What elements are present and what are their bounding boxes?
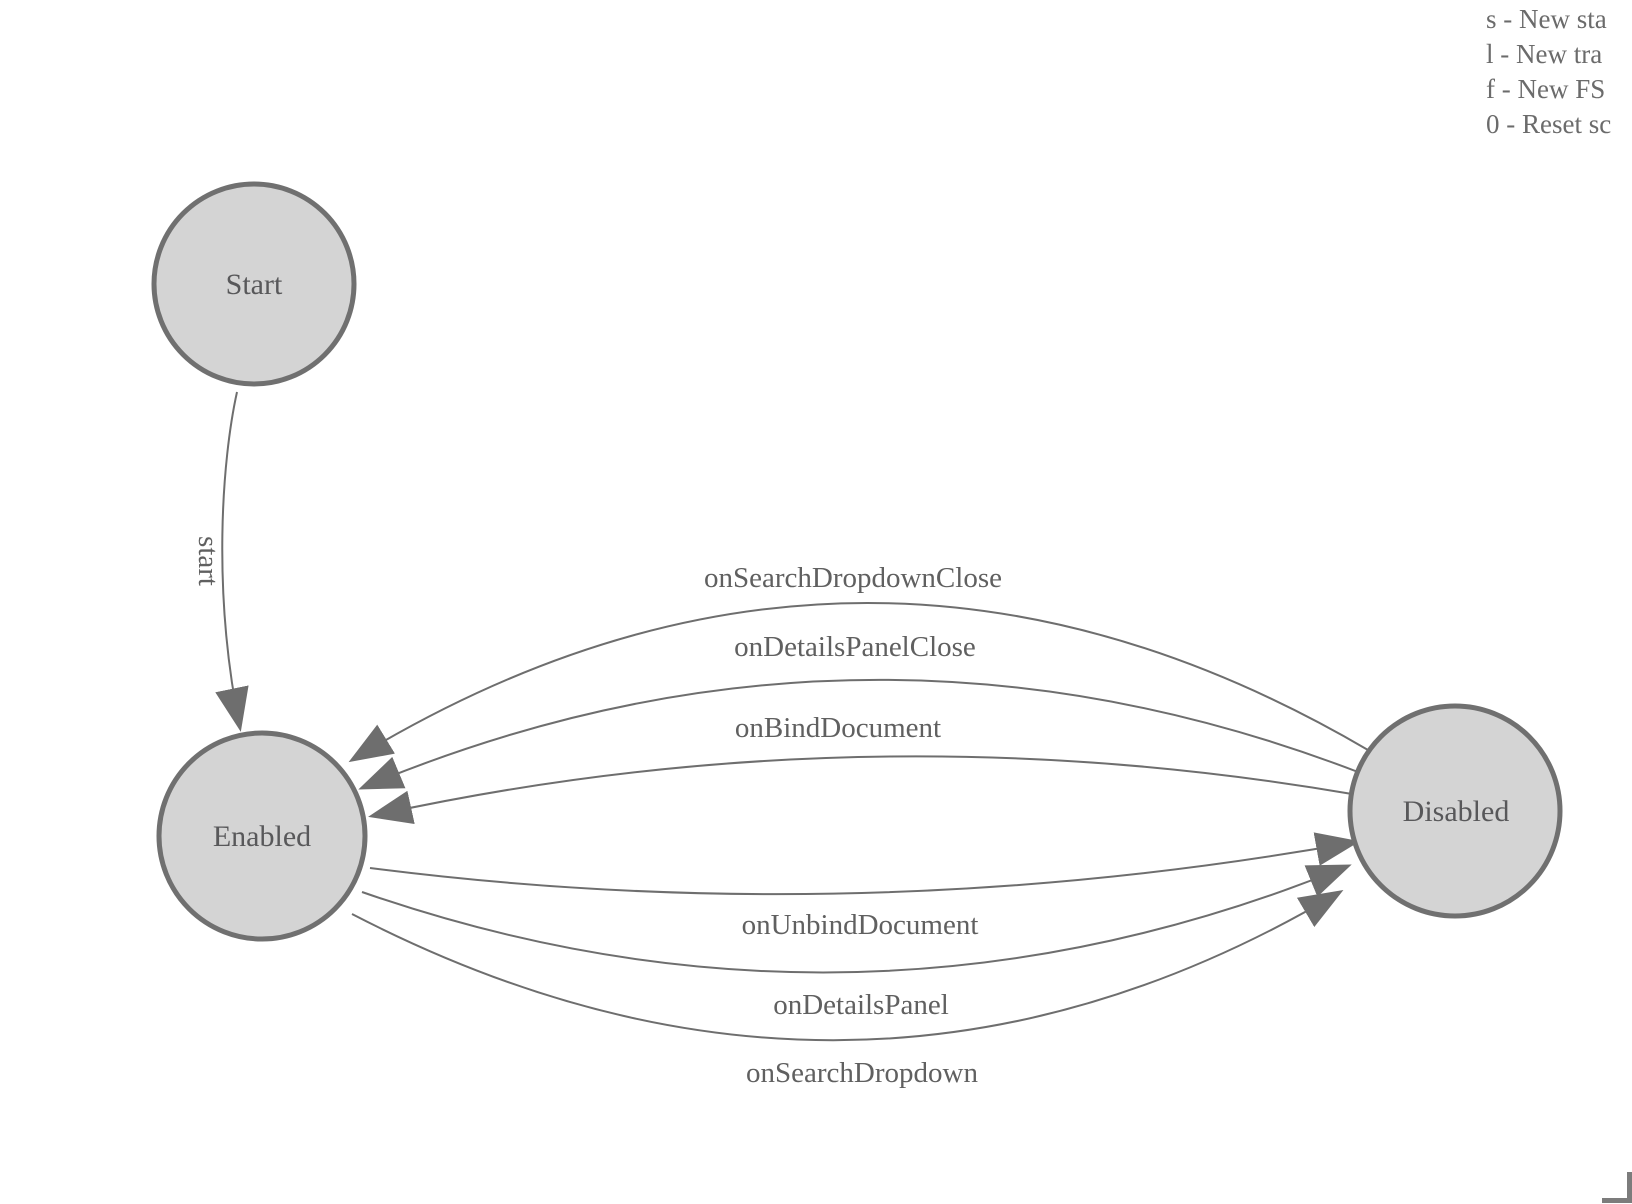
- transition-start-line[interactable]: [215, 391, 249, 732]
- transition-label: onSearchDropdown: [746, 1057, 978, 1089]
- transition-label: onDetailsPanel: [773, 989, 949, 1021]
- state-enabled-circle[interactable]: [156, 730, 368, 942]
- transition-on-search-dropdown-close[interactable]: onSearchDropdownClose: [348, 562, 1369, 763]
- transition-on-unbind-document[interactable]: onUnbindDocument: [369, 832, 1360, 941]
- transition-line[interactable]: [369, 832, 1360, 896]
- transition-on-details-panel-close[interactable]: onDetailsPanelClose: [358, 631, 1359, 790]
- transition-start[interactable]: start: [192, 391, 249, 732]
- state-start-circle[interactable]: [151, 181, 357, 387]
- transition-line[interactable]: [351, 889, 1344, 1042]
- transition-line[interactable]: [358, 678, 1359, 790]
- transition-on-bind-document[interactable]: onBindDocument: [368, 712, 1353, 825]
- legend-line-new-fsm: f - New FS: [1486, 74, 1606, 104]
- state-enabled[interactable]: Enabled: [156, 730, 368, 942]
- legend-line-reset: 0 - Reset sc: [1486, 109, 1612, 139]
- state-disabled-circle[interactable]: [1347, 703, 1563, 919]
- transition-line[interactable]: [368, 755, 1353, 825]
- paper-boundary-corner-vertical: [1627, 1172, 1632, 1203]
- state-label: Disabled: [1403, 795, 1510, 828]
- transition-line[interactable]: [348, 602, 1369, 763]
- state-label: Enabled: [213, 820, 311, 853]
- state-label: Start: [226, 268, 283, 301]
- transition-line[interactable]: [361, 864, 1352, 974]
- legend-line-new-state: s - New sta: [1486, 4, 1607, 34]
- keyboard-shortcuts-legend: s - New sta l - New tra f - New FS 0 - R…: [1486, 2, 1611, 142]
- transition-on-search-dropdown[interactable]: onSearchDropdown: [351, 889, 1344, 1089]
- transition-label: onSearchDropdownClose: [704, 562, 1002, 594]
- transition-label: onUnbindDocument: [742, 909, 979, 941]
- legend-line-new-transition: l - New tra: [1486, 39, 1603, 69]
- state-start[interactable]: Start: [151, 181, 357, 387]
- transition-on-details-panel[interactable]: onDetailsPanel: [361, 864, 1352, 1021]
- paper-boundary-corner-horizontal: [1602, 1198, 1632, 1203]
- state-disabled[interactable]: Disabled: [1347, 703, 1563, 919]
- transition-start-label: start: [192, 536, 224, 586]
- transition-label: onBindDocument: [735, 712, 941, 744]
- transition-label: onDetailsPanelClose: [734, 631, 976, 663]
